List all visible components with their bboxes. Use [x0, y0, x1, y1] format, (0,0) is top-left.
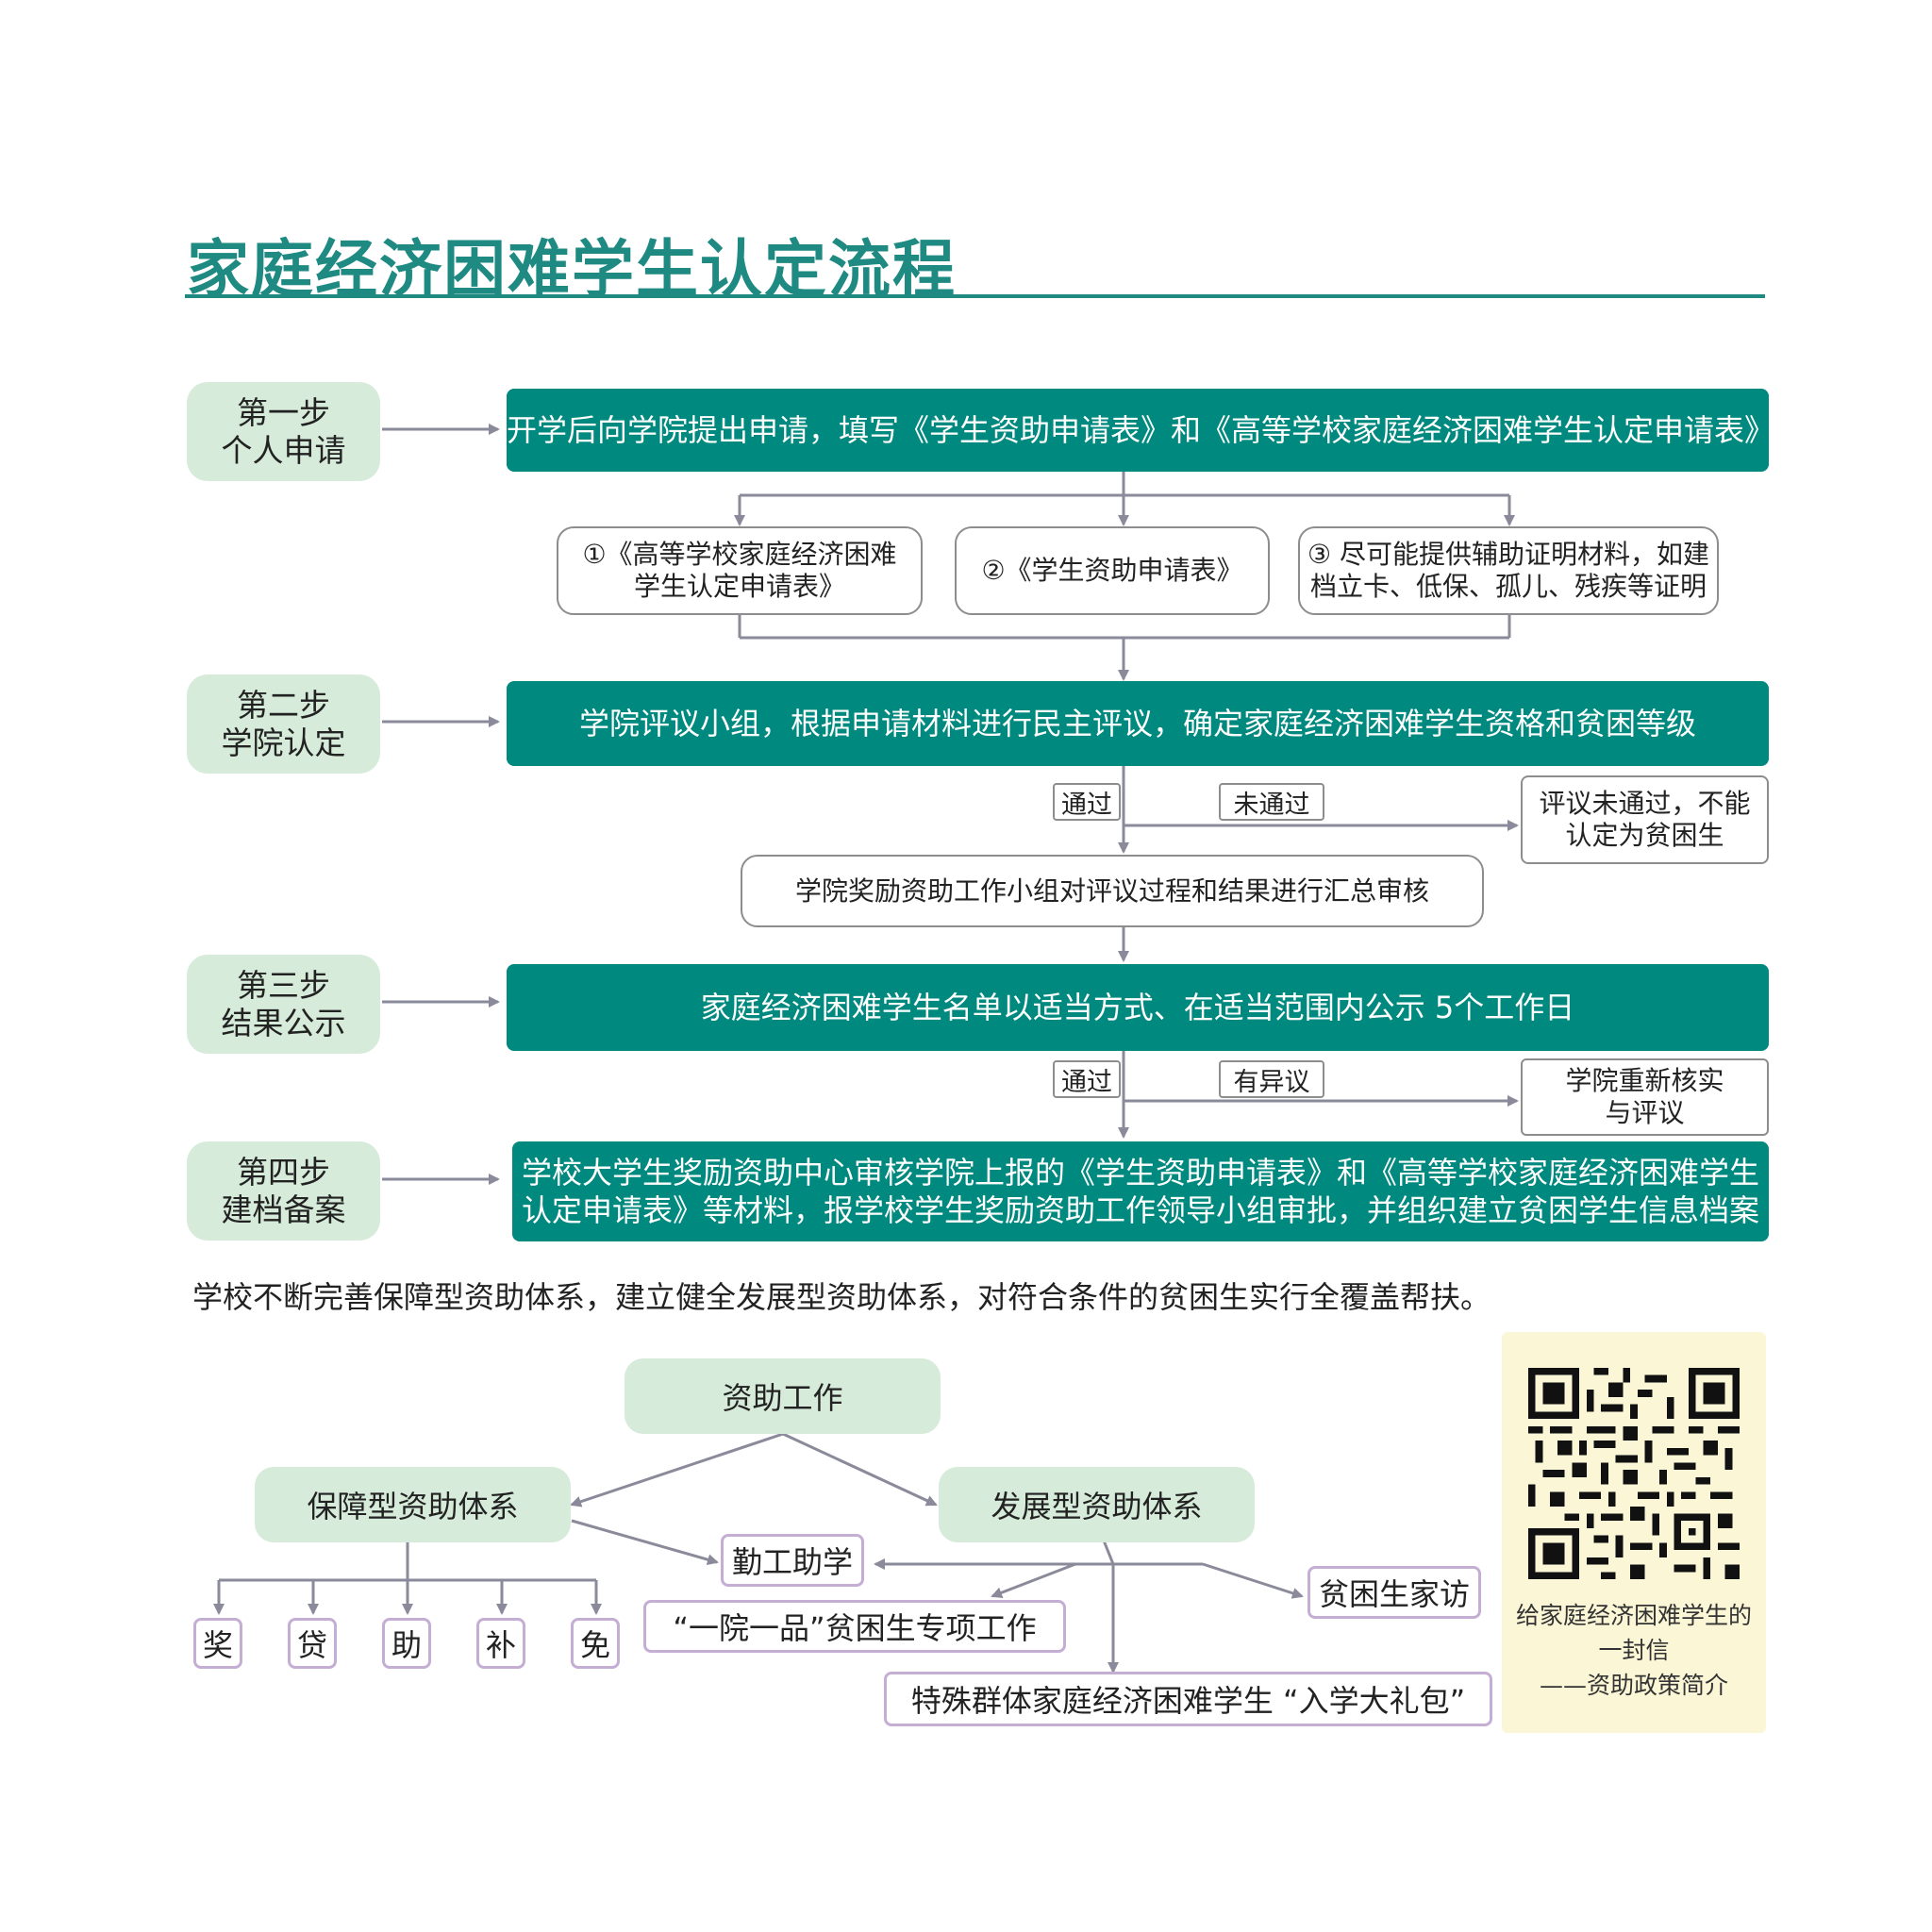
- step-2-title: 学院认定: [221, 724, 346, 761]
- step-1-main-box: 开学后向学院提出申请，填写《学生资助申请表》和《高等学校家庭经济困难学生认定申请…: [507, 389, 1774, 472]
- step-2-fail-tag: 未通过: [1219, 783, 1324, 821]
- step-1-number: 第一步: [237, 393, 330, 431]
- material-3-line-2: 档立卡、低保、孤儿、残疾等证明: [1309, 571, 1707, 602]
- development-system-box: 发展型资助体系: [939, 1467, 1255, 1542]
- step-3-label: 第三步 结果公示: [187, 955, 380, 1054]
- material-3-line-1: ③ 尽可能提供辅助证明材料，如建: [1307, 539, 1709, 570]
- step-3-pass-tag: 通过: [1053, 1060, 1121, 1098]
- step-4-line-1: 学校大学生奖励资助中心审核学院上报的《学生资助申请表》和《高等学校家庭经济困难学…: [521, 1155, 1759, 1191]
- step-2-label: 第二步 学院认定: [187, 675, 380, 774]
- guarantee-item-exemption: 免: [571, 1618, 620, 1669]
- step-3-title: 结果公示: [221, 1004, 346, 1041]
- step-4-label: 第四步 建档备案: [187, 1141, 380, 1241]
- step-2-main-box: 学院评议小组，根据申请材料进行民主评议，确定家庭经济困难学生资格和贫困等级: [507, 681, 1769, 766]
- step-1-title: 个人申请: [221, 431, 346, 469]
- step-3-number: 第三步: [237, 966, 330, 1004]
- step-3-objection-box: 学院重新核实 与评议: [1521, 1058, 1769, 1136]
- step-2-fail-line-1: 评议未通过，不能: [1539, 788, 1751, 819]
- special-group-gift-box: 特殊群体家庭经济困难学生 “入学大礼包”: [884, 1672, 1492, 1726]
- guarantee-item-subsidy: 补: [476, 1618, 525, 1669]
- title-divider: [185, 294, 1765, 298]
- step-1-label: 第一步 个人申请: [187, 382, 380, 481]
- guarantee-item-grant: 助: [382, 1618, 431, 1669]
- step-3-objection-line-2: 与评议: [1605, 1097, 1685, 1128]
- guarantee-item-loan: 贷: [288, 1618, 337, 1669]
- work-study-box: 勤工助学: [721, 1534, 864, 1587]
- home-visit-box: 贫困生家访: [1307, 1566, 1481, 1619]
- step-3-main-box: 家庭经济困难学生名单以适当方式、在适当范围内公示 5个工作日: [507, 964, 1769, 1051]
- material-1-line-1: ①《高等学校家庭经济困难: [582, 539, 897, 570]
- coverage-note: 学校不断完善保障型资助体系，建立健全发展型资助体系，对符合条件的贫困生实行全覆盖…: [192, 1279, 1491, 1315]
- guarantee-item-scholarship: 奖: [193, 1618, 242, 1669]
- qr-caption-line-1: 给家庭经济困难学生的: [1515, 1602, 1752, 1629]
- material-1-line-2: 学生认定申请表》: [633, 571, 845, 602]
- step-2-pass-tag: 通过: [1053, 783, 1121, 821]
- step-4-main-box: 学校大学生奖励资助中心审核学院上报的《学生资助申请表》和《高等学校家庭经济困难学…: [512, 1141, 1769, 1241]
- material-box-2: ②《学生资助申请表》: [955, 526, 1270, 615]
- step-3-objection-tag: 有异议: [1219, 1060, 1324, 1098]
- material-box-3: ③ 尽可能提供辅助证明材料，如建 档立卡、低保、孤儿、残疾等证明: [1298, 526, 1719, 615]
- qr-caption-line-2: 一封信: [1598, 1637, 1670, 1664]
- step-4-title: 建档备案: [221, 1191, 346, 1228]
- one-college-one-brand-box: “一院一品”贫困生专项工作: [643, 1600, 1066, 1653]
- step-4-number: 第四步: [237, 1153, 330, 1191]
- step-4-line-2: 认定申请表》等材料，报学校学生奖励资助工作领导小组审批，并组织建立贫困学生信息档…: [521, 1192, 1759, 1228]
- system-root-box: 资助工作: [625, 1358, 941, 1434]
- step-3-objection-line-1: 学院重新核实: [1565, 1065, 1724, 1096]
- material-box-1: ①《高等学校家庭经济困难 学生认定申请表》: [557, 526, 923, 615]
- qr-code-icon[interactable]: [1528, 1368, 1740, 1579]
- step-2-number: 第二步: [237, 686, 330, 724]
- step-2-fail-box: 评议未通过，不能 认定为贫困生: [1521, 775, 1769, 864]
- qr-caption-line-3: ——资助政策简介: [1539, 1672, 1728, 1699]
- step-2-fail-line-2: 认定为贫困生: [1565, 820, 1724, 851]
- material-2-line-1: ②《学生资助申请表》: [981, 555, 1243, 586]
- guarantee-system-box: 保障型资助体系: [255, 1467, 571, 1542]
- step-2-review-box: 学院奖励资助工作小组对评议过程和结果进行汇总审核: [741, 855, 1484, 927]
- page-title: 家庭经济困难学生认定流程: [187, 232, 957, 306]
